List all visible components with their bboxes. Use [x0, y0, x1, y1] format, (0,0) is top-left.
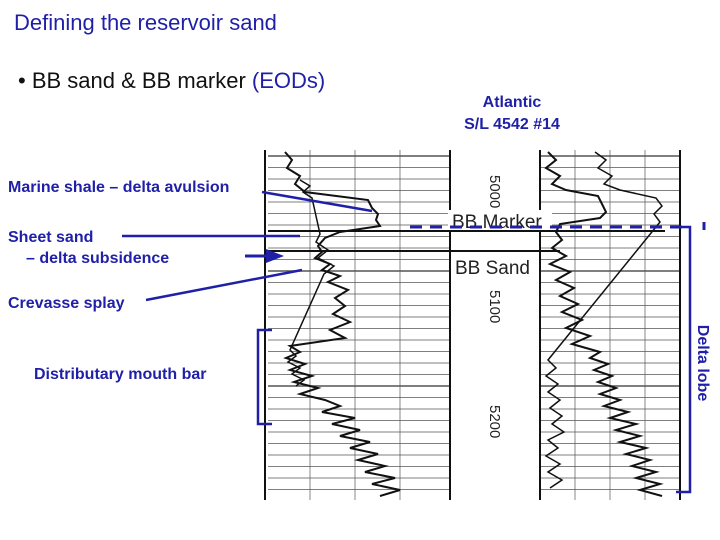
bb-sand-label: BB Sand [455, 258, 530, 279]
well-name: Atlantic S/L 4542 #14 [452, 92, 572, 136]
bullet-text: • BB sand & BB marker (EODs) [18, 68, 325, 94]
resistivity-curve-right [544, 151, 664, 497]
label-delta-subsidence: – delta subsidence [26, 250, 170, 267]
crevasse-splay-pointer [145, 268, 303, 302]
well-line-1: Atlantic [482, 94, 542, 111]
track-borders [264, 150, 681, 500]
delta-lobe-bracket [672, 225, 692, 494]
well-line-2: S/L 4542 #14 [464, 116, 560, 133]
resistivity-curve-left [286, 179, 336, 387]
bb-sand-bg [452, 255, 538, 279]
bullet-accent: (EODs) [251, 68, 326, 93]
sheet-sand-arrowhead [266, 249, 284, 263]
mouth-bar-bracket [256, 328, 272, 426]
label-delta-lobe: Delta lobe [694, 324, 711, 402]
bullet-main: • BB sand & BB marker [18, 68, 252, 93]
label-distributary-mouth-bar: Distributary mouth bar [34, 366, 207, 383]
conductivity-curve-right [544, 151, 663, 489]
sp-curve [283, 151, 401, 497]
slide-title: Defining the reservoir sand [14, 10, 277, 35]
depth-5000: 5000 [486, 175, 503, 208]
log-grid [268, 150, 680, 500]
marine-shale-pointer [261, 190, 373, 213]
bb-marker-label: BB Marker [452, 212, 542, 233]
depth-5200: 5200 [486, 405, 503, 438]
label-crevasse-splay: Crevasse splay [8, 295, 125, 312]
depth-5100: 5100 [486, 290, 503, 323]
label-marine-shale: Marine shale – delta avulsion [8, 179, 230, 196]
label-sheet-sand: Sheet sand [8, 229, 94, 246]
